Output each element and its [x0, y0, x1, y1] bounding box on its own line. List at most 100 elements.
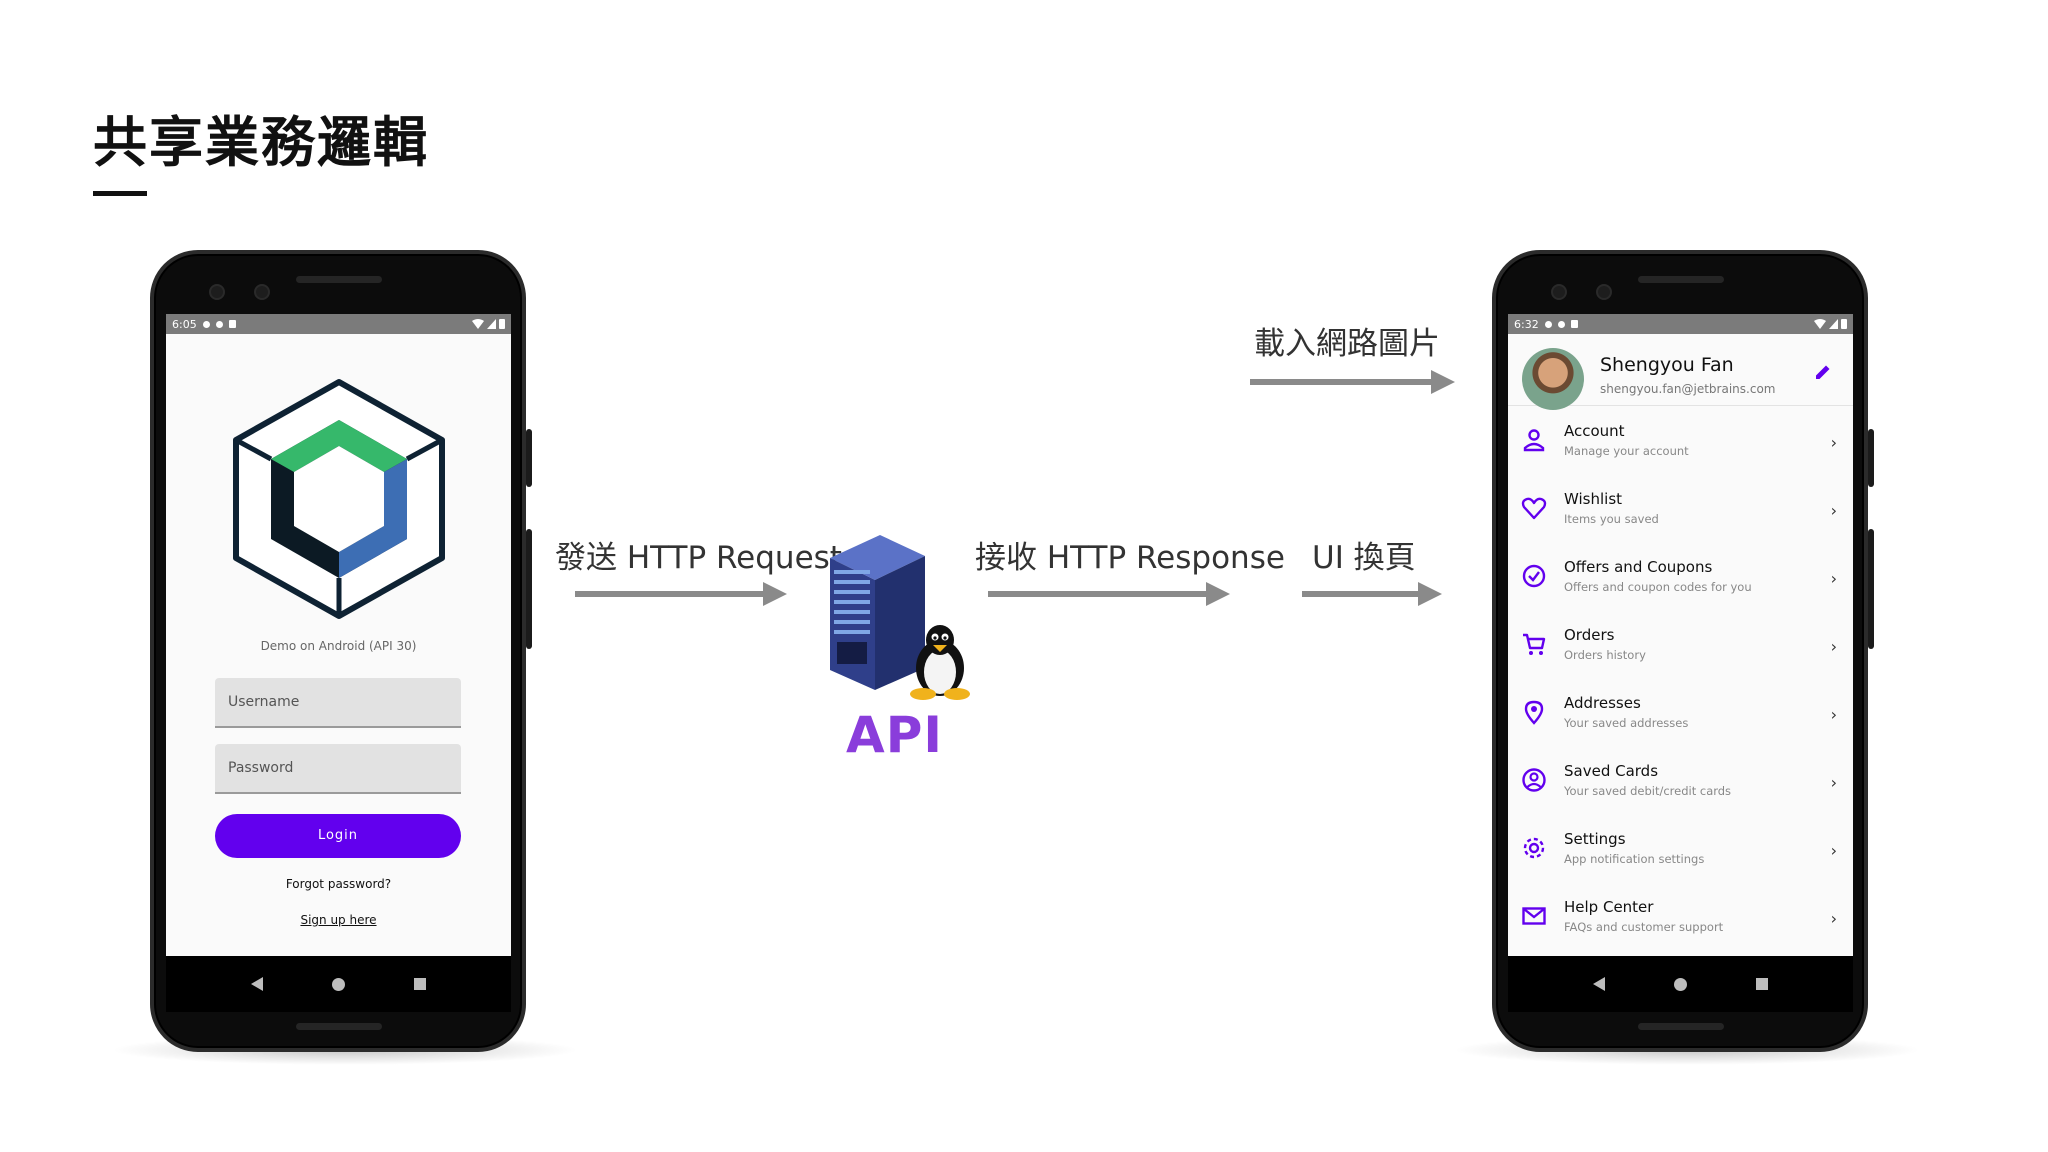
- sign-up-link[interactable]: Sign up here: [300, 913, 377, 927]
- chevron-right-icon: ›: [1830, 501, 1837, 520]
- menu-item-orders[interactable]: Orders Orders history ›: [1508, 610, 1853, 678]
- shield-status-icon: [1557, 320, 1565, 328]
- phone-sensor: [1596, 284, 1612, 300]
- menu-item-settings[interactable]: Settings App notification settings ›: [1508, 814, 1853, 882]
- sd-card-status-icon: [228, 320, 236, 328]
- menu-item-title: Offers and Coupons: [1564, 558, 1713, 576]
- profile-phone: 6:32 Shengyou Fan shengyou.fan@jetbrains…: [1492, 250, 1874, 1052]
- menu-item-title: Settings: [1564, 830, 1626, 848]
- status-bar: 6:32: [1508, 314, 1853, 334]
- profile-menu: Account Manage your account › Wishlist I…: [1508, 406, 1853, 950]
- chevron-right-icon: ›: [1830, 433, 1837, 452]
- username-input[interactable]: Username: [215, 678, 461, 728]
- phone-sensor: [254, 284, 270, 300]
- phone-camera: [209, 284, 225, 300]
- menu-item-saved-cards[interactable]: Saved Cards Your saved debit/credit card…: [1508, 746, 1853, 814]
- password-input[interactable]: Password: [215, 744, 461, 794]
- navigation-bar: [1508, 956, 1853, 1012]
- chevron-right-icon: ›: [1830, 841, 1837, 860]
- load-image-arrow: [1250, 370, 1455, 394]
- avatar[interactable]: [1522, 348, 1584, 410]
- home-icon[interactable]: [1673, 977, 1687, 991]
- menu-item-subtitle: Manage your account: [1564, 444, 1689, 458]
- menu-item-title: Wishlist: [1564, 490, 1623, 508]
- sd-card-status-icon: [1570, 320, 1578, 328]
- profile-name: Shengyou Fan: [1600, 354, 1734, 376]
- recents-icon[interactable]: [1756, 978, 1769, 990]
- navigation-bar: [166, 956, 511, 1012]
- menu-item-subtitle: FAQs and customer support: [1564, 920, 1724, 934]
- profile-header: Shengyou Fan shengyou.fan@jetbrains.com: [1508, 334, 1853, 410]
- menu-item-subtitle: Your saved addresses: [1564, 716, 1689, 730]
- account-circle-icon: [1522, 768, 1546, 792]
- pencil-edit-icon[interactable]: [1813, 362, 1833, 382]
- chevron-right-icon: ›: [1830, 569, 1837, 588]
- battery-icon: [1841, 319, 1847, 329]
- person-icon: [1523, 429, 1545, 452]
- volume-button: [1868, 529, 1874, 649]
- login-screen: 6:05 Demo on Android (API 30): [166, 314, 511, 956]
- menu-item-title: Addresses: [1564, 694, 1641, 712]
- power-button: [1868, 429, 1874, 487]
- mail-icon: [1522, 907, 1546, 925]
- home-icon[interactable]: [331, 977, 345, 991]
- api-label: API: [846, 706, 943, 764]
- heart-icon: [1521, 497, 1547, 520]
- menu-item-subtitle: Your saved debit/credit cards: [1564, 784, 1732, 798]
- battery-icon: [499, 319, 505, 329]
- login-phone: 6:05 Demo on Android (API 30): [150, 250, 532, 1052]
- recents-icon[interactable]: [414, 978, 427, 990]
- ui-switch-arrow: [1302, 582, 1442, 606]
- receive-response-caption: 接收 HTTP Response: [975, 540, 1285, 576]
- demo-label: Demo on Android (API 30): [260, 639, 417, 653]
- signal-icon: [1829, 319, 1838, 329]
- app-logo: [224, 374, 454, 624]
- menu-item-subtitle: Orders history: [1564, 648, 1646, 662]
- menu-item-wishlist[interactable]: Wishlist Items you saved ›: [1508, 474, 1853, 542]
- profile-email: shengyou.fan@jetbrains.com: [1600, 382, 1776, 396]
- status-time: 6:05: [172, 317, 197, 331]
- phone-camera: [1551, 284, 1567, 300]
- signal-icon: [487, 319, 496, 329]
- volume-button: [526, 529, 532, 649]
- receive-response-arrow: [988, 582, 1230, 606]
- menu-item-title: Account: [1564, 422, 1625, 440]
- menu-item-account[interactable]: Account Manage your account ›: [1508, 406, 1853, 474]
- phone-bottom-speaker: [296, 1023, 382, 1030]
- menu-item-addresses[interactable]: Addresses Your saved addresses ›: [1508, 678, 1853, 746]
- menu-item-title: Help Center: [1564, 898, 1654, 916]
- slide-title: 共享業務邏輯: [93, 111, 429, 174]
- ui-switch-caption: UI 換頁: [1312, 540, 1416, 576]
- login-button[interactable]: Login: [215, 814, 461, 858]
- gear-status-icon: [202, 320, 210, 328]
- send-request-caption: 發送 HTTP Request: [555, 540, 842, 576]
- cart-icon: [1523, 633, 1546, 655]
- server-icon: [825, 530, 975, 700]
- menu-item-subtitle: Items you saved: [1564, 512, 1659, 526]
- menu-item-subtitle: Offers and coupon codes for you: [1564, 580, 1752, 594]
- chevron-right-icon: ›: [1830, 909, 1837, 928]
- wifi-icon: [1814, 319, 1826, 329]
- profile-screen: 6:32 Shengyou Fan shengyou.fan@jetbrains…: [1508, 314, 1853, 956]
- phone-speaker: [1638, 276, 1724, 283]
- shield-status-icon: [215, 320, 223, 328]
- back-icon[interactable]: [250, 977, 263, 991]
- phone-bottom-speaker: [1638, 1023, 1724, 1030]
- gear-status-icon: [1544, 320, 1552, 328]
- linux-penguin-icon: [910, 625, 970, 700]
- gear-icon: [1523, 837, 1545, 859]
- chevron-right-icon: ›: [1830, 705, 1837, 724]
- back-icon[interactable]: [1592, 977, 1605, 991]
- menu-item-offers-and-coupons[interactable]: Offers and Coupons Offers and coupon cod…: [1508, 542, 1853, 610]
- send-request-arrow: [575, 582, 787, 606]
- phone-speaker: [296, 276, 382, 283]
- status-time: 6:32: [1514, 317, 1539, 331]
- check-circle-icon: [1522, 564, 1546, 588]
- chevron-right-icon: ›: [1830, 773, 1837, 792]
- location-pin-icon: [1524, 700, 1544, 725]
- forgot-password-link[interactable]: Forgot password?: [285, 877, 392, 891]
- load-image-caption: 載入網路圖片: [1254, 326, 1440, 362]
- menu-item-title: Saved Cards: [1564, 762, 1659, 780]
- wifi-icon: [472, 319, 484, 329]
- menu-item-help-center[interactable]: Help Center FAQs and customer support ›: [1508, 882, 1853, 950]
